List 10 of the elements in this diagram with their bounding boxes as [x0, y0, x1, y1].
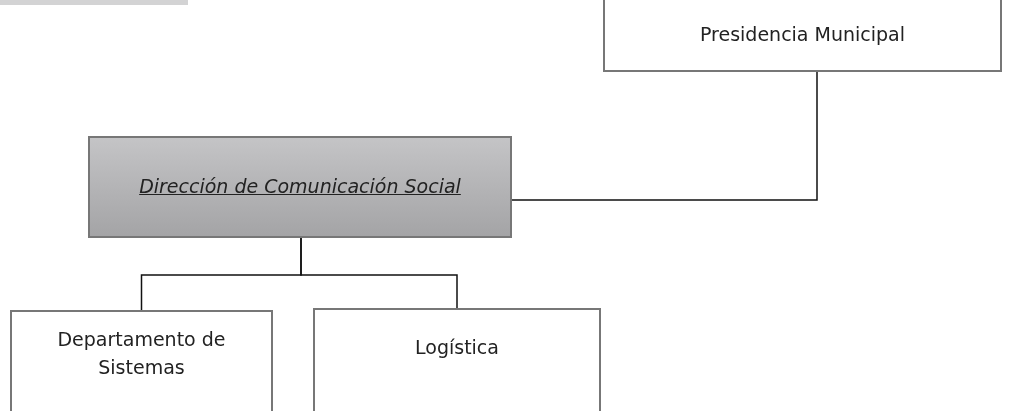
box-label: Departamento de Sistemas	[56, 327, 227, 380]
department-box	[88, 136, 512, 238]
box-label: Logística	[414, 335, 500, 360]
connector-line	[300, 237, 458, 309]
box-label: Presidencia Municipal	[698, 21, 907, 47]
org-box	[603, 0, 1002, 72]
box-label: Dirección de Comunicación Social	[138, 174, 462, 200]
org-box	[313, 308, 601, 411]
connector-line	[511, 71, 818, 201]
org-box	[10, 310, 273, 411]
